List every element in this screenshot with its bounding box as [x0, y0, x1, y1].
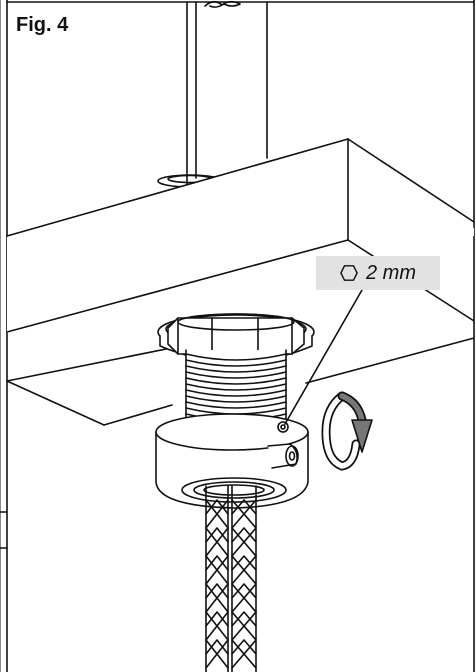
hex-key-icon [340, 265, 358, 281]
top-mark [204, 0, 241, 8]
figure-label: Fig. 4 [16, 14, 69, 36]
rotation-arrow-icon [321, 391, 373, 471]
hex-key-callout: 2 mm [316, 256, 440, 290]
vertical-duct [157, 1, 268, 188]
hex-key-size: 2 mm [366, 261, 416, 284]
braided-cable-right [231, 485, 257, 672]
braided-cable-left [205, 485, 229, 672]
callout-leader-line [284, 289, 363, 425]
locking-collar [155, 413, 309, 509]
threaded-body [185, 349, 287, 421]
